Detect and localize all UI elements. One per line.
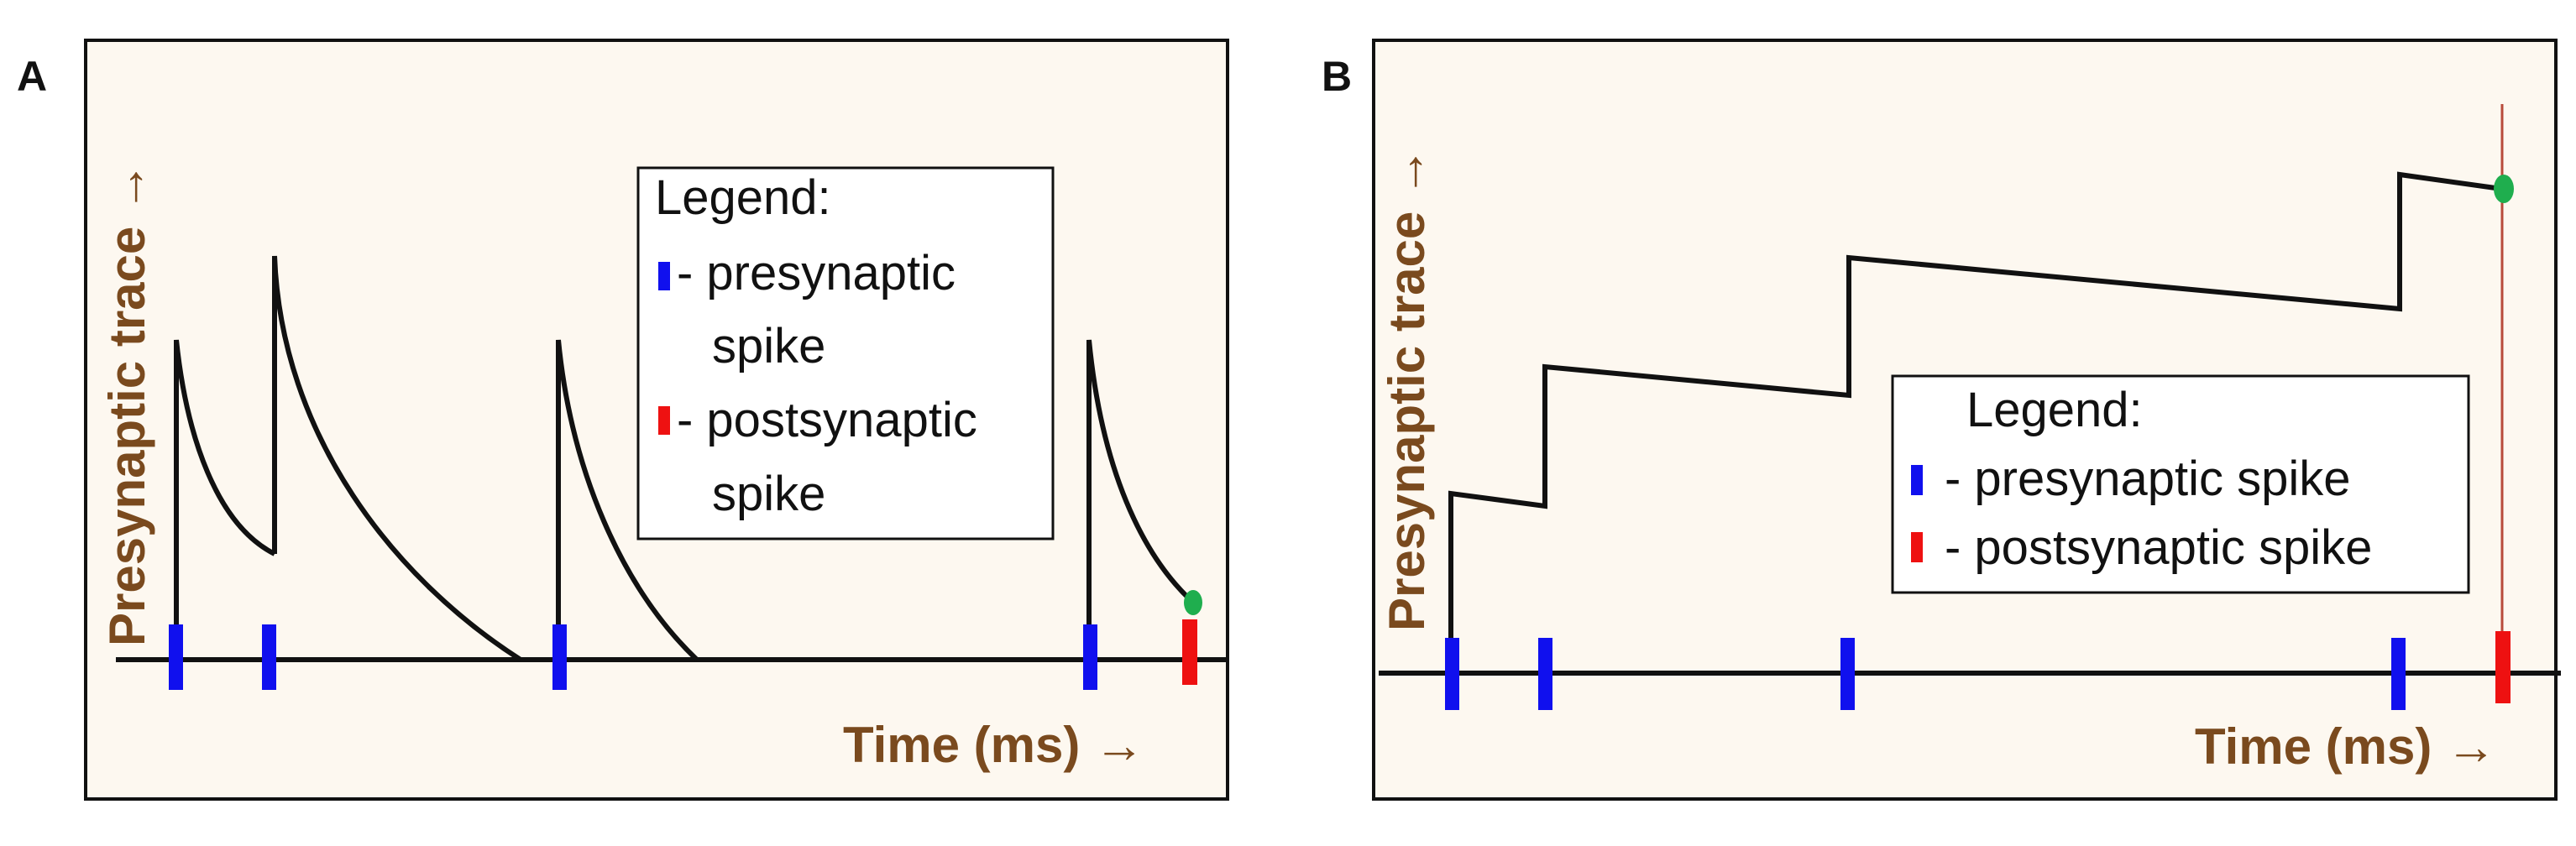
panel-a: A Presynaptic trace → Legend: - presynap…	[17, 39, 1229, 801]
panel-b-marker	[2494, 175, 2514, 203]
panel-a-legend-post: - postsynaptic	[677, 393, 977, 447]
panel-b: B Presynaptic trace → Legend: - presynap…	[1322, 39, 2561, 801]
panel-a-pre-spike	[552, 624, 567, 690]
panel-a-legend-box	[636, 166, 1055, 540]
panel-b-legend-box	[1891, 374, 2470, 594]
panel-b-legend-pre-swatch	[1911, 465, 1923, 495]
panel-a-trace-4	[1086, 339, 1193, 660]
panel-a-trace-1	[174, 339, 276, 660]
panel-a-xlabel: Time (ms) →	[843, 717, 1144, 773]
panel-a-trace-3	[556, 339, 699, 662]
panel-a-legend-title: Legend:	[655, 170, 831, 225]
panel-b-legend-post: - postsynaptic spike	[1945, 520, 2372, 575]
panel-b-legend-pre: - presynaptic spike	[1945, 452, 2351, 506]
panel-b-letter: B	[1322, 53, 1352, 100]
panel-a-letter: A	[17, 53, 47, 100]
panel-b-post-spike	[2495, 631, 2511, 703]
panel-a-ylabel: Presynaptic trace →	[99, 162, 155, 646]
panel-a-pre-spike	[169, 624, 183, 690]
panel-a-trace-2	[272, 255, 522, 662]
panel-a-legend: Legend: - presynaptic spike - postsynapt…	[636, 166, 1055, 540]
panel-b-pre-spike	[1538, 638, 1552, 710]
panel-b-legend-title: Legend:	[1966, 383, 2143, 437]
panel-a-post-spike	[1182, 619, 1197, 685]
panel-b-legend: Legend: - presynaptic spike - postsynapt…	[1891, 374, 2470, 594]
panel-b-pre-spike	[1840, 638, 1855, 710]
panel-b-xlabel: Time (ms) →	[2195, 718, 2496, 775]
panel-a-legend-pre: - presynaptic	[677, 246, 956, 300]
panel-b-ylabel: Presynaptic trace →	[1379, 147, 1435, 631]
panel-a-pre-spike	[262, 624, 276, 690]
panel-a-legend-post-2: spike	[712, 467, 825, 521]
panel-b-legend-post-swatch	[1911, 532, 1923, 562]
panel-a-marker	[1184, 590, 1202, 615]
panel-a-pre-spike	[1083, 624, 1097, 690]
panel-a-legend-post-swatch	[658, 406, 670, 435]
panel-a-legend-pre-swatch	[658, 262, 670, 290]
panel-b-pre-spike	[2391, 638, 2406, 710]
panel-b-trace	[1448, 171, 2496, 673]
panel-b-pre-spike	[1445, 638, 1459, 710]
panel-a-legend-pre-2: spike	[712, 319, 825, 373]
